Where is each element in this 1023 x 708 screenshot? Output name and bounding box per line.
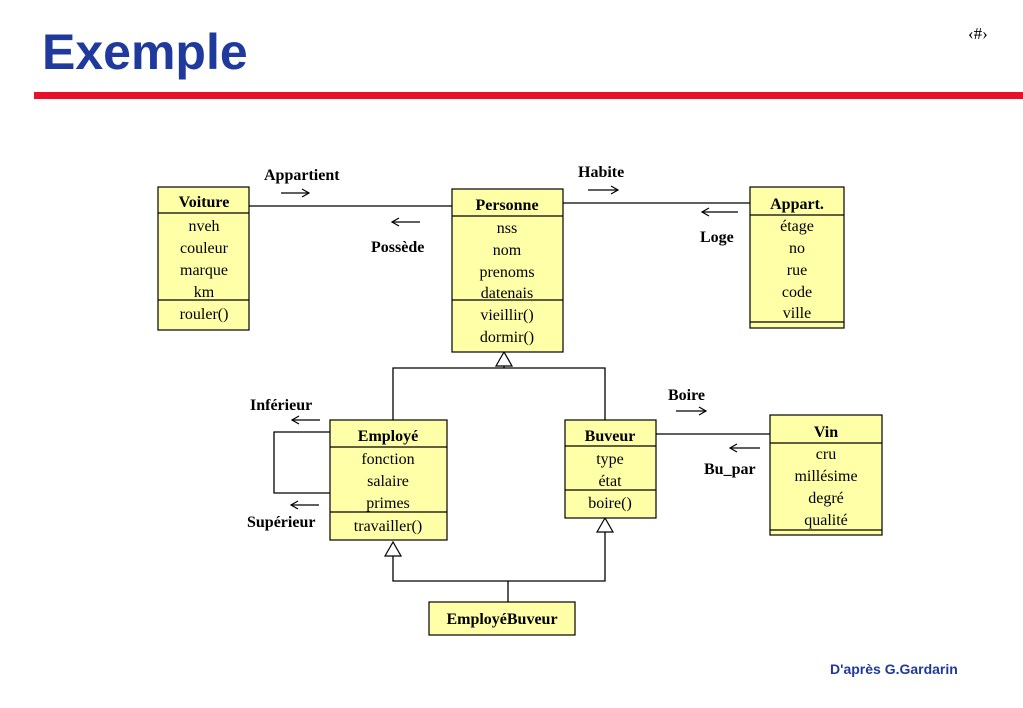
link-employe-self	[273, 431, 330, 494]
attribute: état	[598, 473, 622, 490]
page-number: ‹#›	[968, 24, 988, 43]
attribute: nveh	[188, 218, 219, 235]
slide-title: Exemple	[42, 24, 248, 80]
attribute: marque	[180, 262, 228, 279]
arrow-right-icon	[588, 185, 620, 195]
method: vieillir()	[480, 307, 533, 324]
class-appart[interactable]: Appart. étage no rue code ville	[749, 186, 845, 329]
attribute: km	[194, 284, 215, 301]
class-employebuveur[interactable]: EmployéBuveur	[428, 601, 576, 636]
class-name: EmployéBuveur	[446, 611, 557, 628]
class-name: Appart.	[770, 196, 824, 213]
class-personne[interactable]: Personne nss nom prenoms datenais vieill…	[451, 188, 564, 353]
class-name: Employé	[358, 428, 418, 445]
method: boire()	[588, 495, 632, 512]
arrow-left-icon	[289, 500, 319, 510]
attribute: salaire	[367, 473, 409, 490]
attribute: qualité	[804, 512, 848, 529]
attribute: ville	[783, 305, 811, 322]
assoc-label-bu-par: Bu_par	[704, 461, 756, 478]
assoc-label-possede: Possède	[371, 239, 424, 256]
arrow-left-icon	[390, 217, 420, 227]
attribute: type	[596, 451, 624, 468]
arrow-left-icon	[700, 207, 738, 217]
method: rouler()	[180, 306, 229, 323]
arrow-right-icon	[281, 188, 311, 198]
assoc-label-habite: Habite	[578, 164, 624, 181]
assoc-label-appartient: Appartient	[264, 167, 340, 184]
class-employe[interactable]: Employé fonction salaire primes travaill…	[329, 419, 448, 541]
class-vin[interactable]: Vin cru millésime degré qualité	[769, 414, 883, 536]
attribute: cru	[816, 446, 836, 463]
inheritance-employebuveur	[383, 516, 615, 602]
attribute: prenoms	[479, 264, 534, 281]
footer-credit: D'après G.Gardarin	[830, 661, 958, 677]
class-name: Vin	[814, 424, 838, 441]
attribute: datenais	[481, 285, 533, 302]
class-name: Buveur	[585, 428, 636, 445]
attribute: millésime	[794, 468, 857, 485]
class-voiture[interactable]: Voiture nveh couleur marque km rouler()	[157, 186, 250, 331]
attribute: primes	[366, 495, 410, 512]
attribute: rue	[787, 262, 807, 279]
arrow-right-icon	[676, 406, 708, 416]
attribute: nss	[497, 220, 517, 237]
method: travailler()	[354, 518, 422, 535]
arrow-left-icon	[290, 415, 320, 425]
attribute: étage	[780, 218, 814, 235]
class-name: Voiture	[179, 194, 230, 211]
attribute: couleur	[180, 240, 229, 257]
attribute: code	[782, 284, 812, 301]
attribute: nom	[493, 242, 522, 259]
attribute: fonction	[361, 451, 414, 468]
class-buveur[interactable]: Buveur type état boire()	[564, 419, 657, 519]
assoc-label-loge: Loge	[700, 229, 734, 246]
inheritance-personne	[392, 350, 606, 420]
assoc-label-superieur: Supérieur	[247, 514, 315, 531]
attribute: degré	[808, 490, 844, 507]
title-divider	[34, 92, 1023, 99]
method: dormir()	[480, 329, 534, 346]
attribute: no	[789, 240, 805, 257]
class-name: Personne	[475, 197, 538, 214]
assoc-label-inferieur: Inférieur	[250, 397, 312, 414]
arrow-left-icon	[728, 443, 760, 453]
assoc-label-boire: Boire	[668, 387, 705, 404]
